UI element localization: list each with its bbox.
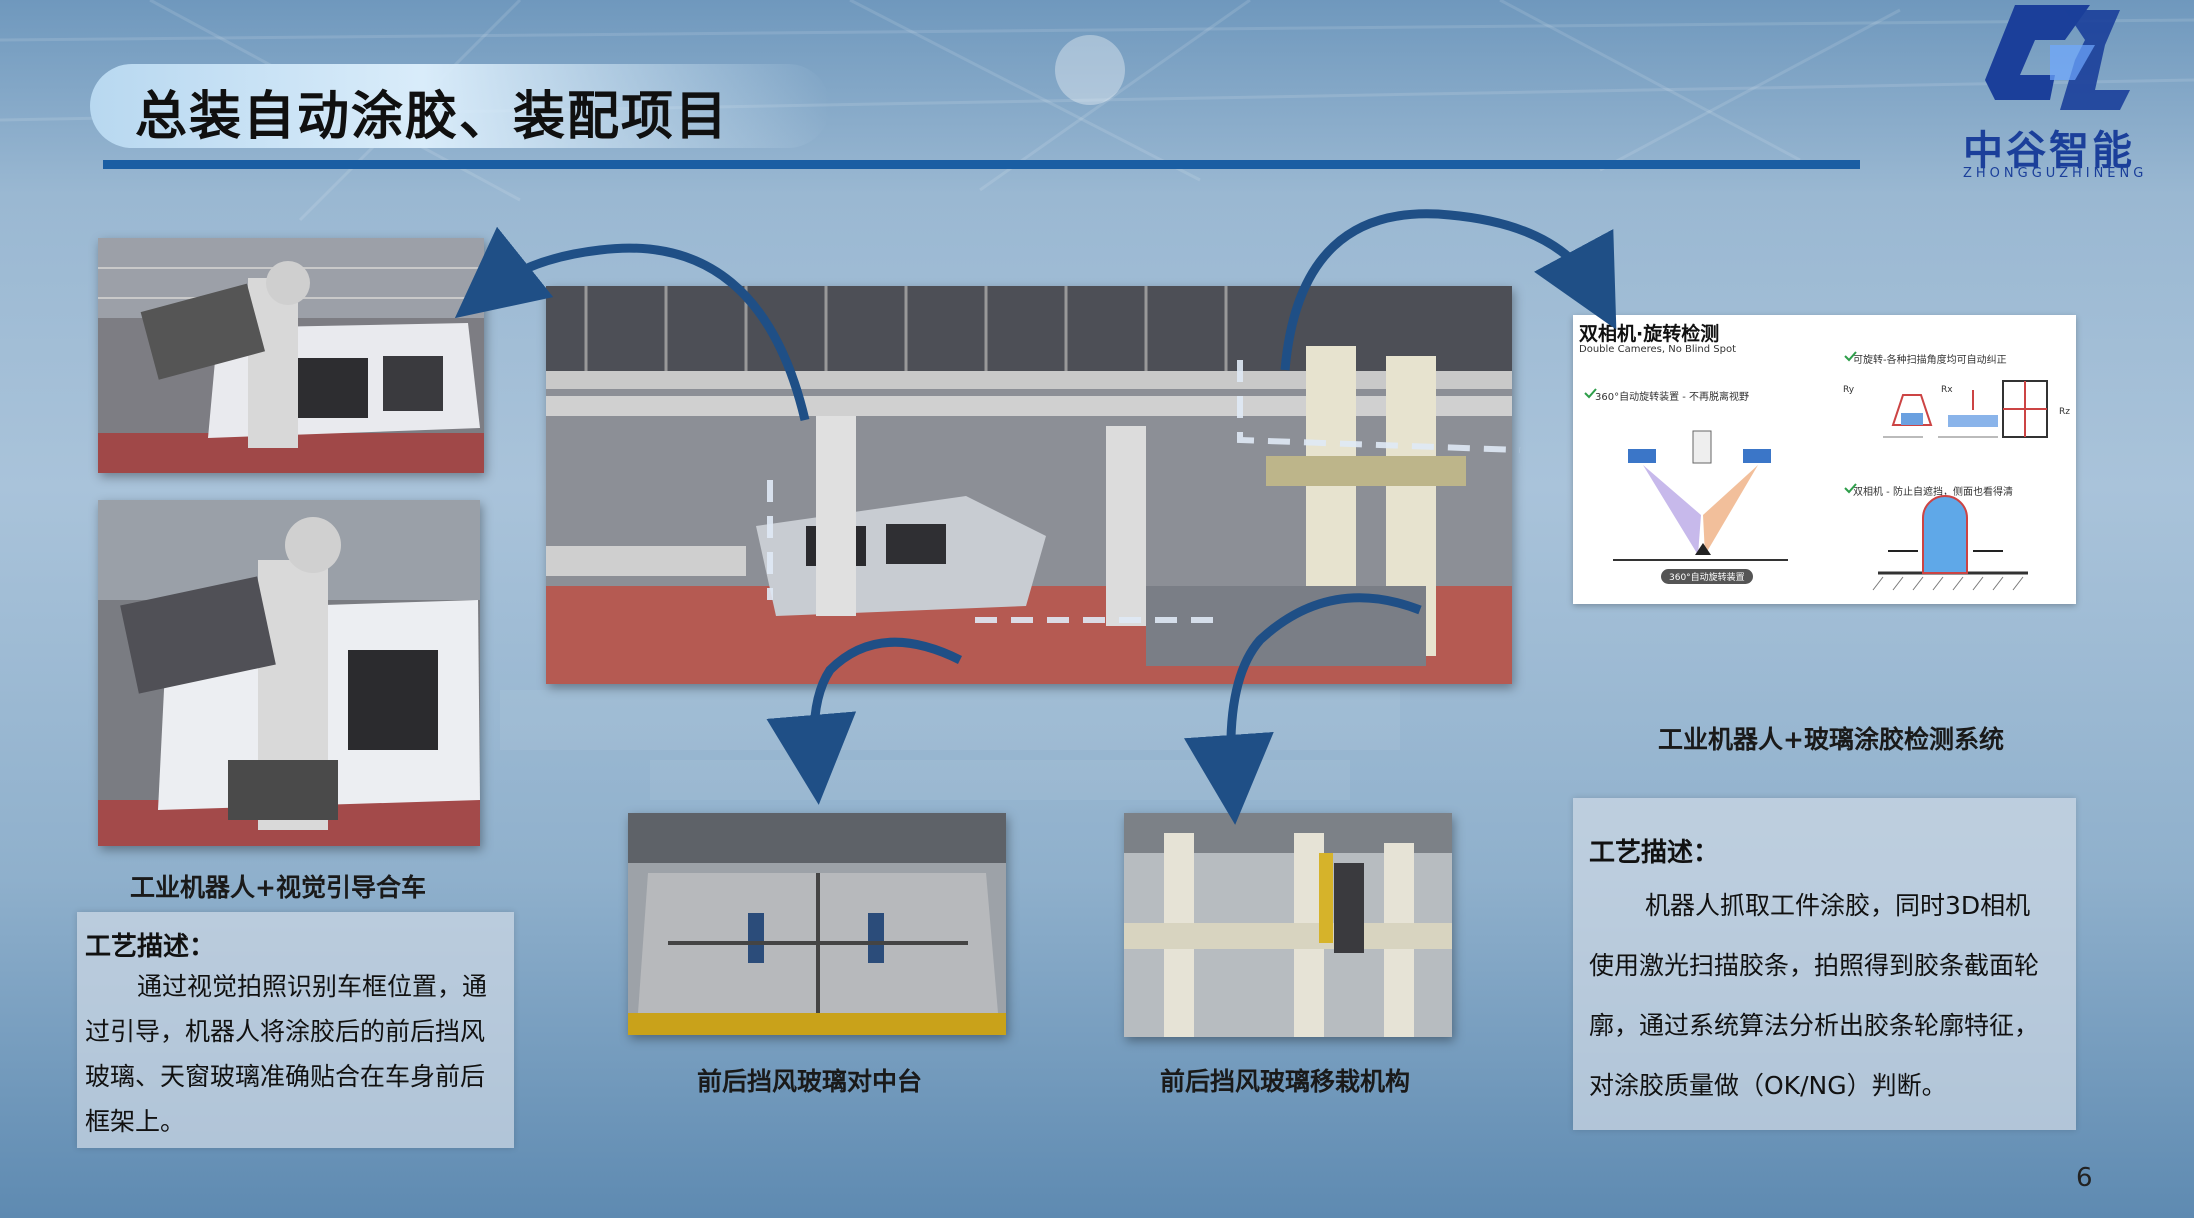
logo-pinyin: ZHONGGUZHINENG	[1963, 166, 2148, 181]
title-banner	[90, 64, 830, 148]
left-panel-heading: 工艺描述：	[85, 932, 216, 962]
right-process-panel: 工艺描述： 机器人抓取工件涂胶，同时3D相机 使用激光扫描胶条，拍照得到胶条截面…	[1573, 798, 2076, 1130]
dual-camera-diagram: 双相机·旋转检测 Double Cameres, No Blind Spot 3…	[1573, 315, 2076, 604]
company-logo: 中谷智能 ZHONGGUZHINENG	[1955, 0, 2185, 185]
left-process-panel: 工艺描述： 通过视觉拍照识别车框位置，通过引导，机器人将涂胶后的前后挡风玻璃、天…	[77, 912, 514, 1148]
right-panel-line: 对涂胶质量做（OK/NG）判断。	[1589, 1071, 1947, 1100]
centering-table-photo	[628, 813, 1006, 1035]
right-panel-line: 机器人抓取工件涂胶，同时3D相机	[1645, 891, 2031, 920]
right-panel-line: 廓，通过系统算法分析出胶条轮廓特征，	[1589, 1011, 2040, 1040]
logo-mark-icon	[1985, 5, 2130, 110]
caption-vision-guided: 工业机器人+视觉引导合车	[130, 873, 426, 902]
title-underline	[103, 160, 1860, 169]
transfer-mechanism-photo	[1124, 813, 1452, 1037]
right-panel-heading: 工艺描述：	[1589, 838, 1720, 868]
caption-centering-table: 前后挡风玻璃对中台	[697, 1067, 923, 1096]
diagram-note-rotation: 360°自动旋转装置 - 不再脱离视野	[1595, 392, 1750, 403]
diagram-label-ry: Ry	[1843, 385, 1855, 395]
page-number: 6	[2076, 1163, 2093, 1193]
diagram-note-correction: 可旋转-各种扫描角度均可自动纠正	[1853, 355, 2007, 366]
diagram-badge: 360°自动旋转装置	[1661, 569, 1753, 584]
diagram-label-rz: Rz	[2059, 407, 2070, 417]
main-line-photo	[546, 286, 1512, 684]
diagram-note-dual-camera: 双相机 - 防止自遮挡，侧面也看得清	[1853, 487, 2013, 498]
diagram-drawing	[1584, 351, 2048, 591]
diagram-subtitle: Double Cameres, No Blind Spot	[1579, 344, 1737, 355]
diagram-label-rx: Rx	[1941, 385, 1953, 395]
caption-glue-inspection: 工业机器人+玻璃涂胶检测系统	[1658, 725, 2004, 754]
right-panel-line: 使用激光扫描胶条，拍照得到胶条截面轮	[1589, 951, 2040, 980]
left-panel-text: 通过视觉拍照识别车框位置，通过引导，机器人将涂胶后的前后挡风玻璃、天窗玻璃准确贴…	[85, 972, 488, 1136]
caption-transfer-mechanism: 前后挡风玻璃移栽机构	[1160, 1067, 1411, 1096]
page-title: 总装自动涂胶、装配项目	[135, 87, 730, 147]
robot-photo-top	[98, 238, 484, 473]
logo-name: 中谷智能	[1963, 128, 2135, 174]
right-panel-text: 机器人抓取工件涂胶，同时3D相机 使用激光扫描胶条，拍照得到胶条截面轮 廓，通过…	[1589, 876, 2069, 1116]
robot-photo-bottom	[98, 500, 480, 846]
